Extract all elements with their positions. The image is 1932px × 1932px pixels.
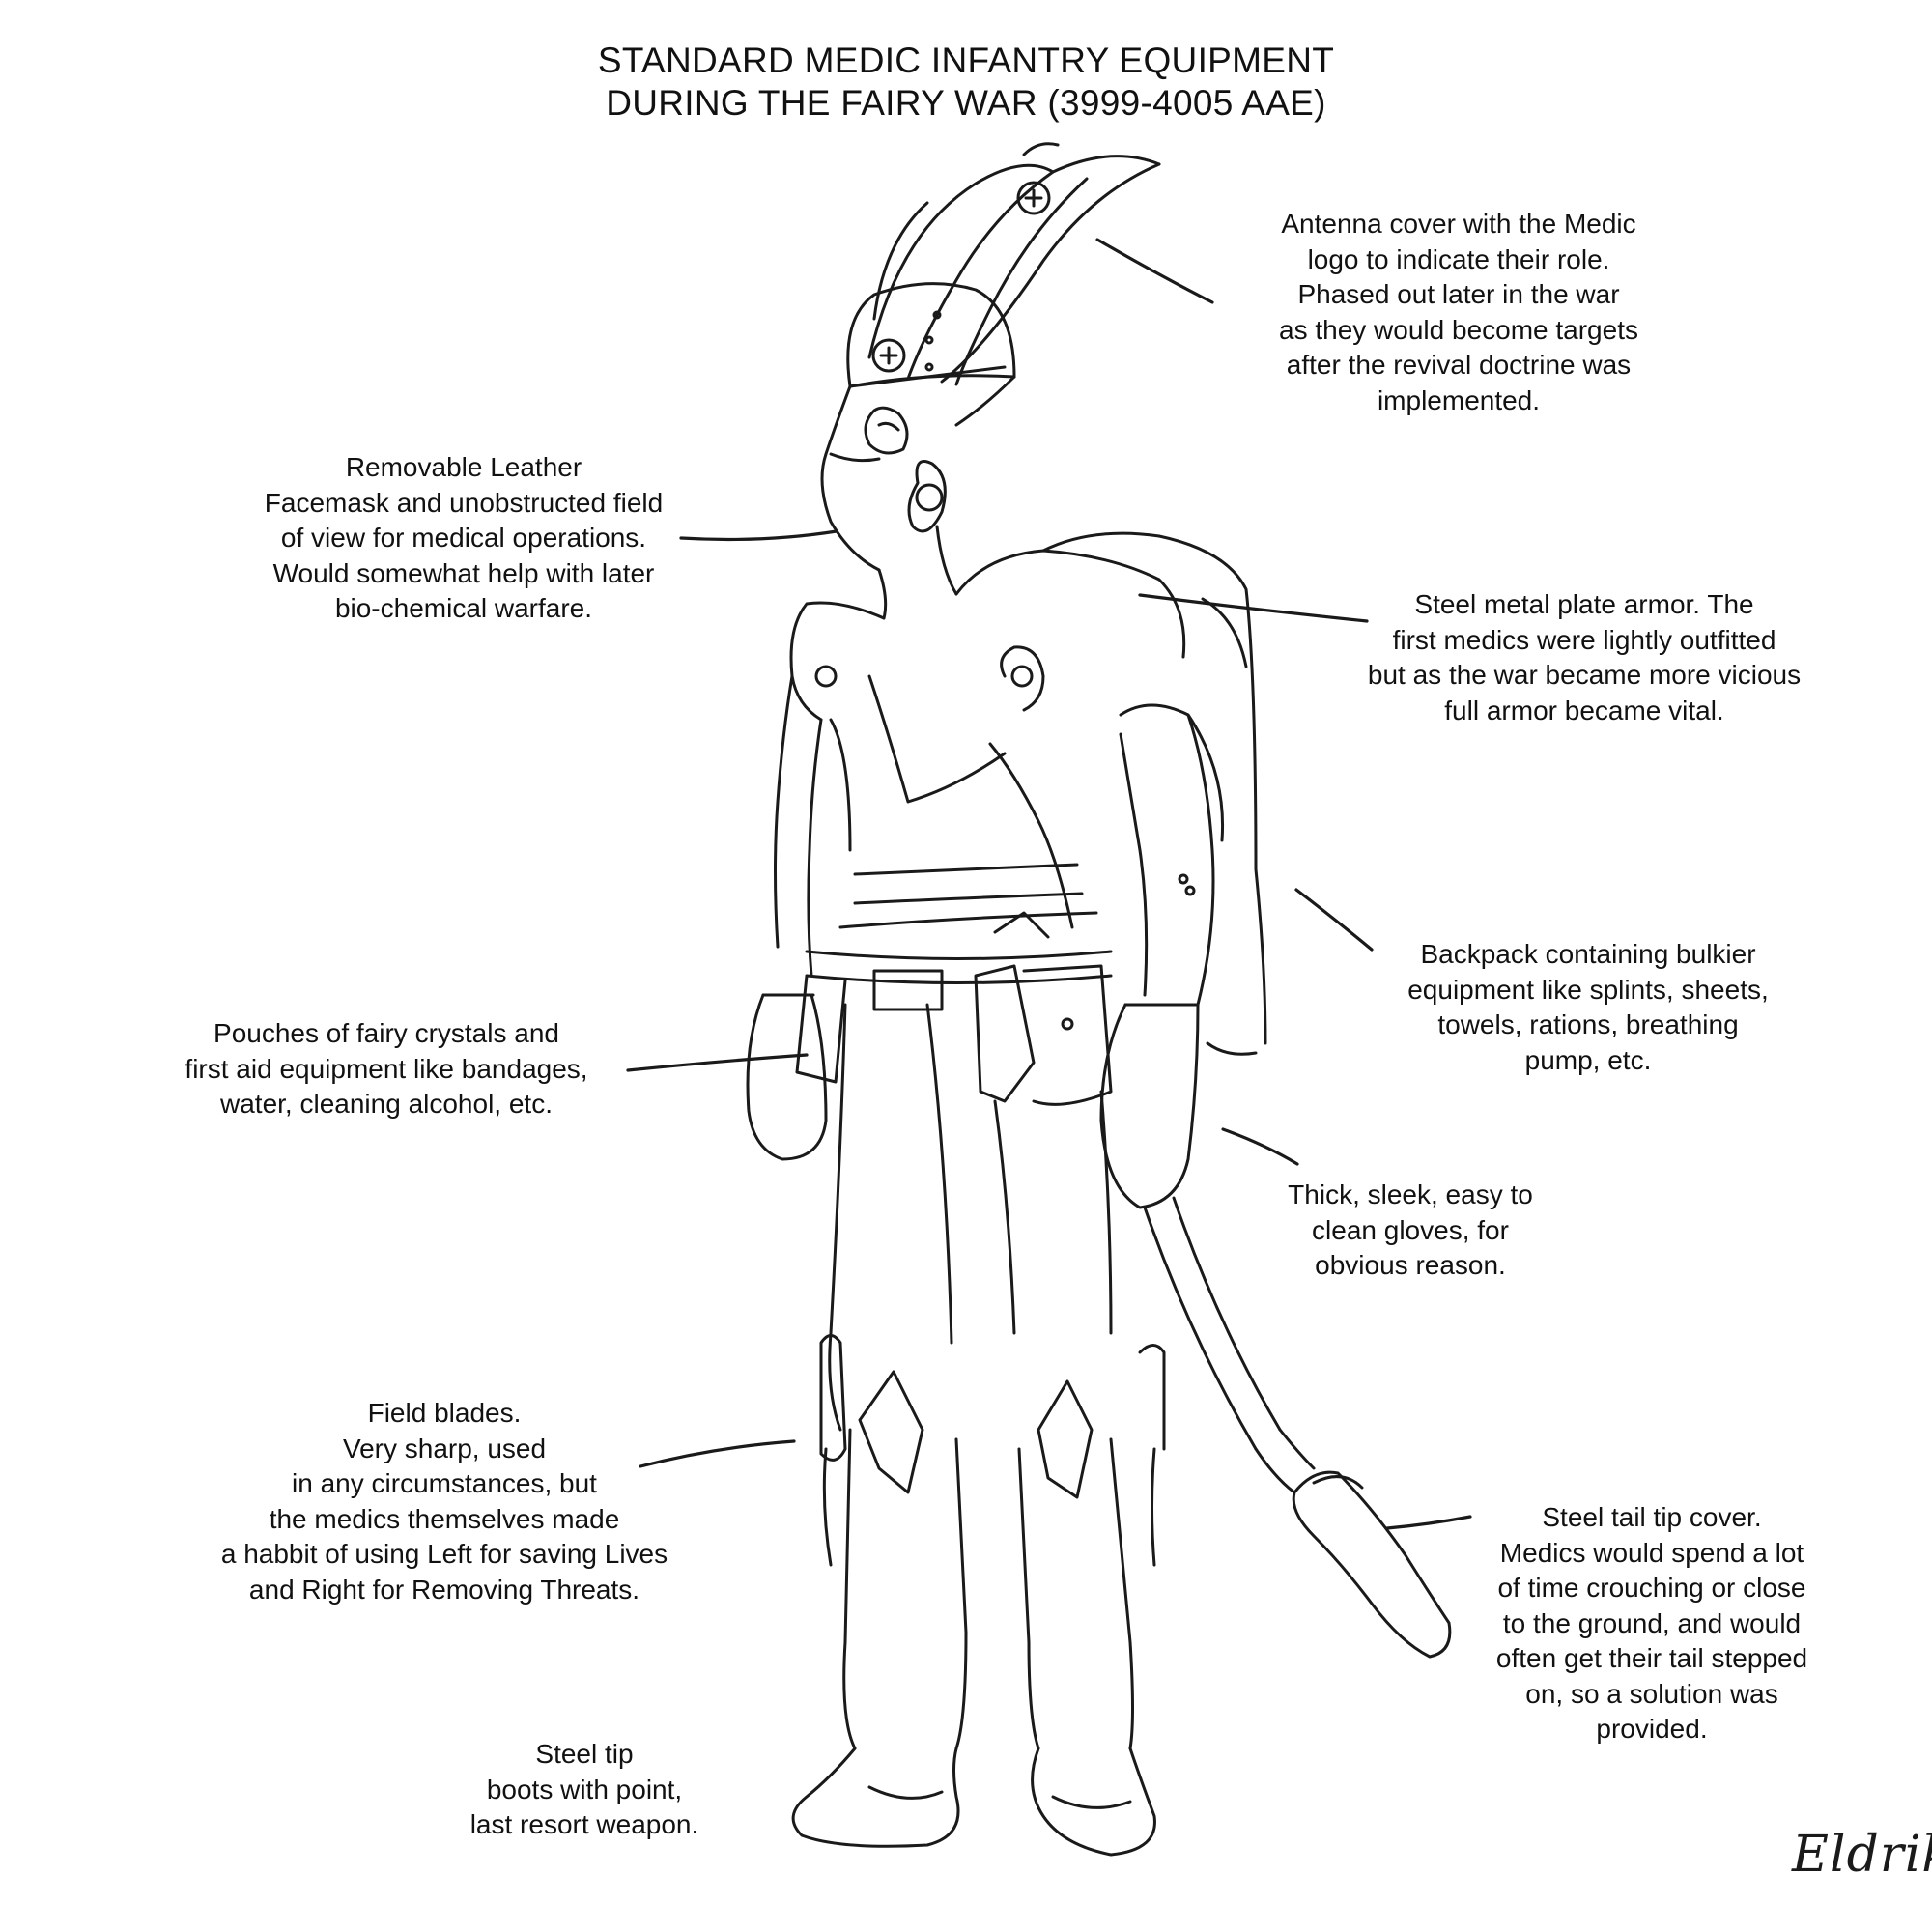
annotation-antenna-cover: Antenna cover with the Medic logo to indi… (1217, 207, 1700, 418)
annotation-line: implemented. (1377, 384, 1541, 415)
annotation-line: Removable Leather (345, 452, 582, 482)
annotation-line: Thick, sleek, easy to (1288, 1179, 1533, 1209)
leader-blades (639, 1439, 796, 1468)
annotation-line: logo to indicate their role. (1307, 243, 1610, 274)
annotation-line: of view for medical operations. (280, 523, 647, 553)
annotation-line: equipment like splints, sheets, (1407, 974, 1769, 1005)
face-mask (820, 384, 958, 620)
backpack (1041, 531, 1267, 1056)
leader-tail (1385, 1515, 1472, 1530)
left-arm (746, 674, 828, 1161)
title-line-1: STANDARD MEDIC INFANTRY EQUIPMENT (597, 41, 1335, 80)
annotation-line: bio-chemical warfare. (334, 593, 593, 623)
annotation-gloves: Thick, sleek, easy to clean gloves, for ob… (1169, 1178, 1652, 1284)
annotation-line: as they would become targets (1279, 314, 1638, 345)
annotation-line: to the ground, and would (1502, 1607, 1802, 1638)
torso-armor (789, 549, 1225, 929)
annotation-pouches: Pouches of fairy crystals and first aid e… (145, 1016, 628, 1122)
annotation-line: after the revival doctrine was (1286, 350, 1632, 380)
leader-pouches (626, 1053, 809, 1072)
annotation-line: a habbit of using Left for saving Lives (220, 1539, 668, 1569)
annotation-backpack: Backpack containing bulkier equipment lik… (1347, 937, 1830, 1078)
leader-gloves (1221, 1127, 1299, 1166)
annotation-line: in any circumstances, but (292, 1468, 597, 1498)
title-line-2: DURING THE FAIRY WAR (3999-4005 AAE) (606, 83, 1326, 123)
legs (828, 1003, 1134, 1750)
annotation-line: the medics themselves made (269, 1503, 620, 1534)
annotation-line: Steel metal plate armor. The (1414, 589, 1754, 619)
annotation-steel-tip-boots: Steel tip boots with point, last resort we… (391, 1737, 778, 1843)
cross-circle-icon (1016, 181, 1051, 215)
leader-lines (626, 238, 1472, 1530)
annotation-line: towels, rations, breathing (1437, 1009, 1739, 1039)
annotation-line: Antenna cover with the Medic (1281, 209, 1636, 239)
tail-tip-cover (1292, 1470, 1452, 1659)
leader-backpack (1294, 888, 1374, 952)
annotation-line: often get their tail stepped (1495, 1643, 1808, 1673)
annotation-line: Phased out later in the war (1297, 279, 1620, 309)
annotation-line: last resort weapon. (469, 1809, 699, 1839)
annotation-line: Very sharp, used (342, 1433, 547, 1463)
annotation-line: Steel tail tip cover. (1542, 1502, 1762, 1532)
leader-antenna (1095, 238, 1214, 304)
field-blades (819, 1334, 1166, 1567)
annotation-line: Steel tip (535, 1739, 634, 1769)
annotation-line: pump, etc. (1524, 1044, 1652, 1075)
right-knee-guard (1037, 1379, 1094, 1499)
annotation-line: Field blades. (367, 1398, 522, 1428)
annotation-line: of time crouching or close (1497, 1573, 1806, 1603)
annotation-line: first medics were lightly outfitted (1392, 624, 1776, 655)
annotation-line: but as the war became more vicious (1367, 660, 1802, 690)
annotation-line: Would somewhat help with later (272, 557, 655, 588)
annotation-line: full armor became vital. (1444, 695, 1724, 725)
belt-and-pouches (795, 911, 1113, 1106)
annotation-field-blades: Field blades. Very sharp, used in any circ… (174, 1396, 715, 1607)
antenna-cover (848, 142, 1161, 388)
annotation-line: first aid equipment like bandages, (185, 1053, 588, 1084)
left-knee-guard (858, 1370, 924, 1494)
boots (791, 1747, 1156, 1857)
leader-facemask (679, 529, 838, 542)
annotation-line: boots with point, (486, 1774, 683, 1804)
annotation-line: and Right for Removing Threats. (248, 1574, 640, 1605)
annotation-line: Facemask and unobstructed field (264, 487, 664, 518)
annotation-line: clean gloves, for (1312, 1214, 1509, 1245)
annotation-line: water, cleaning alcohol, etc. (220, 1089, 553, 1119)
artist-signature: Eldrik (1792, 1826, 1932, 1884)
annotation-tail-tip-cover: Steel tail tip cover. Medics would spend … (1410, 1500, 1893, 1747)
helmet (846, 282, 1016, 427)
cross-circle-icon (871, 338, 906, 373)
annotation-line: on, so a solution was (1525, 1678, 1778, 1709)
annotation-line: Medics would spend a lot (1499, 1537, 1804, 1568)
right-arm (1099, 713, 1215, 1209)
annotation-line: Pouches of fairy crystals and (213, 1018, 559, 1048)
annotation-plate-armor: Steel metal plate armor. The first medics… (1343, 587, 1826, 728)
annotation-line: provided. (1596, 1714, 1708, 1744)
tail (1143, 1196, 1452, 1659)
annotation-line: obvious reason. (1315, 1250, 1506, 1280)
leader-armor (1138, 593, 1369, 623)
annotation-line: Backpack containing bulkier (1420, 939, 1756, 969)
